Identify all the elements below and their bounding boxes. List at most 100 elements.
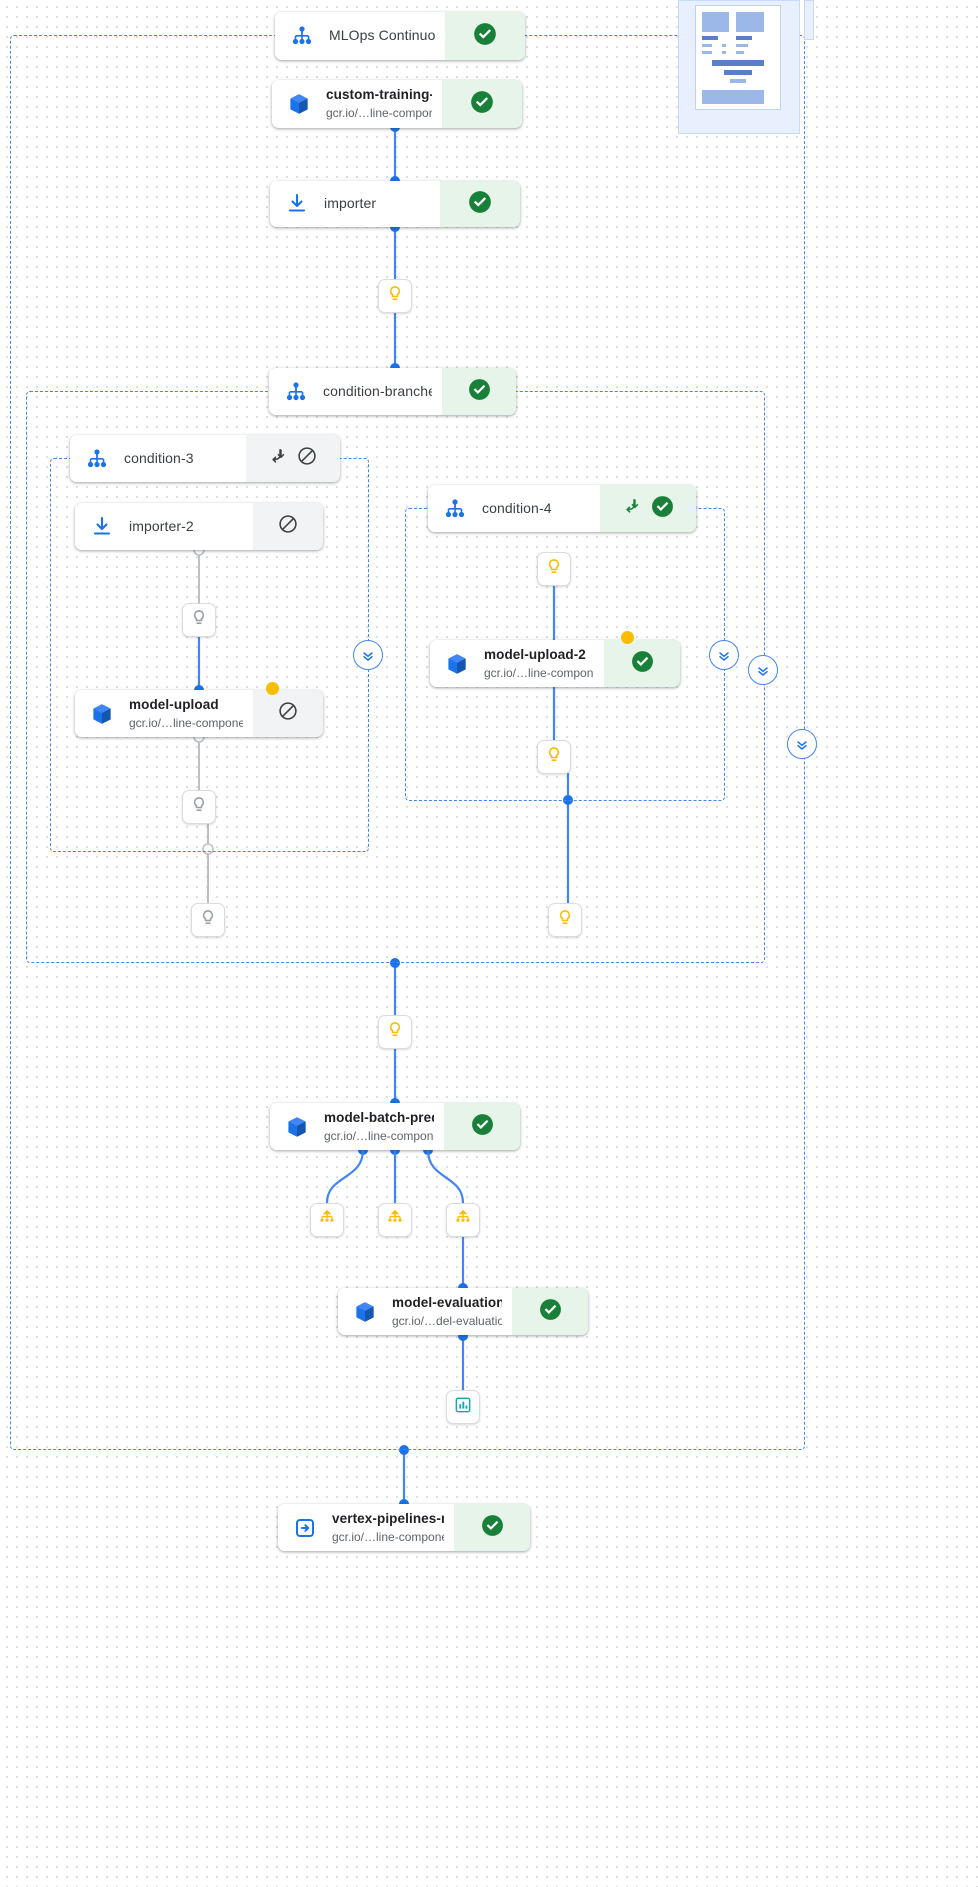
chip-metrics-1[interactable] bbox=[446, 1390, 480, 1424]
node-importer-2[interactable]: importer-2 bbox=[75, 503, 323, 550]
lightbulb-icon bbox=[189, 795, 209, 820]
block-circle-icon bbox=[277, 700, 299, 727]
node-title: MLOps Continuous Traini… bbox=[329, 27, 435, 43]
chip-dataset-1[interactable] bbox=[310, 1203, 344, 1237]
cube-icon bbox=[284, 1114, 310, 1140]
node-body[interactable]: model-batch-predict gcr.io/…line-compone… bbox=[270, 1103, 444, 1150]
status-badge bbox=[600, 485, 696, 532]
node-custom-training-job[interactable]: custom-training-job gcr.io/…line-compone… bbox=[272, 80, 522, 128]
cube-icon bbox=[286, 91, 312, 117]
node-body[interactable]: custom-training-job gcr.io/…line-compone… bbox=[272, 80, 442, 128]
status-badge bbox=[253, 503, 323, 550]
node-body[interactable]: condition-3 bbox=[70, 435, 246, 482]
node-body[interactable]: model-upload gcr.io/…line-components:2.6… bbox=[75, 690, 253, 737]
node-model-evaluation-regression[interactable]: model-evaluation-regres… gcr.io/…del-eva… bbox=[338, 1288, 588, 1335]
node-labels: model-evaluation-regres… gcr.io/…del-eva… bbox=[392, 1294, 502, 1330]
dag-hierarchy-icon bbox=[289, 23, 315, 49]
node-labels: condition-branches-2 bbox=[323, 383, 432, 401]
chip-artifact-6[interactable] bbox=[537, 740, 571, 774]
node-labels: importer-2 bbox=[129, 518, 194, 536]
collapse-branches-2-button[interactable] bbox=[748, 655, 778, 685]
node-labels: model-upload gcr.io/…line-components:2.6… bbox=[129, 696, 243, 732]
warning-dot-model-upload-2 bbox=[621, 631, 634, 644]
chip-dataset-3[interactable] bbox=[446, 1203, 480, 1237]
chip-artifact-2[interactable] bbox=[182, 603, 216, 637]
lightbulb-icon bbox=[385, 284, 405, 309]
lightbulb-icon bbox=[544, 557, 564, 582]
node-model-upload-2[interactable]: model-upload-2 gcr.io/…line-components:2… bbox=[430, 640, 680, 687]
dataset-icon bbox=[385, 1208, 405, 1233]
dag-hierarchy-icon bbox=[442, 496, 468, 522]
node-subtitle: gcr.io/…line-components:2.6.0 bbox=[129, 715, 243, 730]
check-circle-icon bbox=[650, 494, 675, 524]
graph-minimap[interactable] bbox=[678, 0, 800, 134]
minimap-block bbox=[736, 51, 744, 54]
node-title: model-batch-predict bbox=[324, 1109, 434, 1125]
branch-merge-icon[interactable] bbox=[268, 446, 288, 471]
chip-artifact-4[interactable] bbox=[191, 903, 225, 937]
chip-artifact-1[interactable] bbox=[378, 279, 412, 313]
chip-artifact-8[interactable] bbox=[378, 1015, 412, 1049]
status-badge bbox=[444, 1103, 520, 1150]
node-body[interactable]: MLOps Continuous Traini… bbox=[275, 12, 445, 60]
chip-artifact-5[interactable] bbox=[537, 552, 571, 586]
node-condition-3[interactable]: condition-3 bbox=[70, 435, 340, 482]
node-labels: condition-3 bbox=[124, 450, 194, 468]
node-title: condition-branches-2 bbox=[323, 382, 432, 399]
download-icon bbox=[89, 514, 115, 540]
check-circle-icon bbox=[469, 89, 495, 120]
check-circle-icon bbox=[472, 21, 498, 52]
collapse-root-button[interactable] bbox=[787, 729, 817, 759]
node-condition-4[interactable]: condition-4 bbox=[428, 485, 696, 532]
dataset-icon bbox=[453, 1208, 473, 1233]
node-model-batch-predict[interactable]: model-batch-predict gcr.io/…line-compone… bbox=[270, 1103, 520, 1150]
node-labels: importer bbox=[324, 195, 376, 213]
node-vertex-pipelines-notification[interactable]: vertex-pipelines-notificat… gcr.io/…line… bbox=[278, 1504, 530, 1551]
node-body[interactable]: vertex-pipelines-notificat… gcr.io/…line… bbox=[278, 1504, 454, 1551]
status-badge bbox=[253, 690, 323, 737]
status-badge bbox=[246, 435, 340, 482]
chip-dataset-2[interactable] bbox=[378, 1203, 412, 1237]
node-title: importer-2 bbox=[129, 517, 194, 534]
node-title: condition-4 bbox=[482, 499, 552, 516]
node-body[interactable]: importer-2 bbox=[75, 503, 253, 550]
check-circle-icon bbox=[467, 189, 493, 220]
node-mlops-continuous-training[interactable]: MLOps Continuous Traini… bbox=[275, 12, 525, 60]
dataset-icon bbox=[317, 1208, 337, 1233]
minimap-block bbox=[722, 51, 726, 54]
minimap-block bbox=[736, 12, 764, 32]
minimap-block bbox=[724, 70, 752, 75]
node-body[interactable]: condition-4 bbox=[428, 485, 600, 532]
node-labels: vertex-pipelines-notificat… gcr.io/…line… bbox=[332, 1510, 444, 1546]
lightbulb-icon bbox=[189, 608, 209, 633]
warning-dot-model-upload bbox=[266, 682, 279, 695]
status-badge bbox=[440, 181, 520, 227]
node-body[interactable]: condition-branches-2 bbox=[269, 368, 442, 415]
collapse-condition-3-button[interactable] bbox=[353, 640, 383, 670]
node-subtitle: gcr.io/…line-components:2.6.0 bbox=[326, 106, 432, 120]
check-circle-icon bbox=[470, 1112, 495, 1142]
status-badge bbox=[604, 640, 680, 687]
minimap-block bbox=[702, 51, 712, 54]
node-body[interactable]: importer bbox=[270, 181, 440, 227]
node-title: model-upload bbox=[129, 696, 219, 712]
node-importer[interactable]: importer bbox=[270, 181, 520, 227]
node-labels: model-upload-2 gcr.io/…line-components:2… bbox=[484, 646, 594, 682]
minimap-viewport bbox=[695, 5, 781, 110]
node-title: model-upload-2 bbox=[484, 646, 586, 662]
node-labels: condition-4 bbox=[482, 500, 552, 518]
lightbulb-icon bbox=[544, 745, 564, 770]
check-circle-icon bbox=[630, 649, 655, 679]
node-subtitle: gcr.io/…del-evaluation:v0.9.3 bbox=[392, 1313, 502, 1328]
node-condition-branches-2[interactable]: condition-branches-2 bbox=[269, 368, 516, 415]
chip-artifact-7[interactable] bbox=[548, 903, 582, 937]
branch-merge-icon[interactable] bbox=[622, 496, 642, 521]
node-model-upload[interactable]: model-upload gcr.io/…line-components:2.6… bbox=[75, 690, 323, 737]
collapse-condition-4-button[interactable] bbox=[709, 640, 739, 670]
node-body[interactable]: model-upload-2 gcr.io/…line-components:2… bbox=[430, 640, 604, 687]
chip-artifact-3[interactable] bbox=[182, 790, 216, 824]
download-icon bbox=[284, 191, 310, 217]
node-body[interactable]: model-evaluation-regres… gcr.io/…del-eva… bbox=[338, 1288, 512, 1335]
minimap-edge-right bbox=[804, 0, 814, 40]
